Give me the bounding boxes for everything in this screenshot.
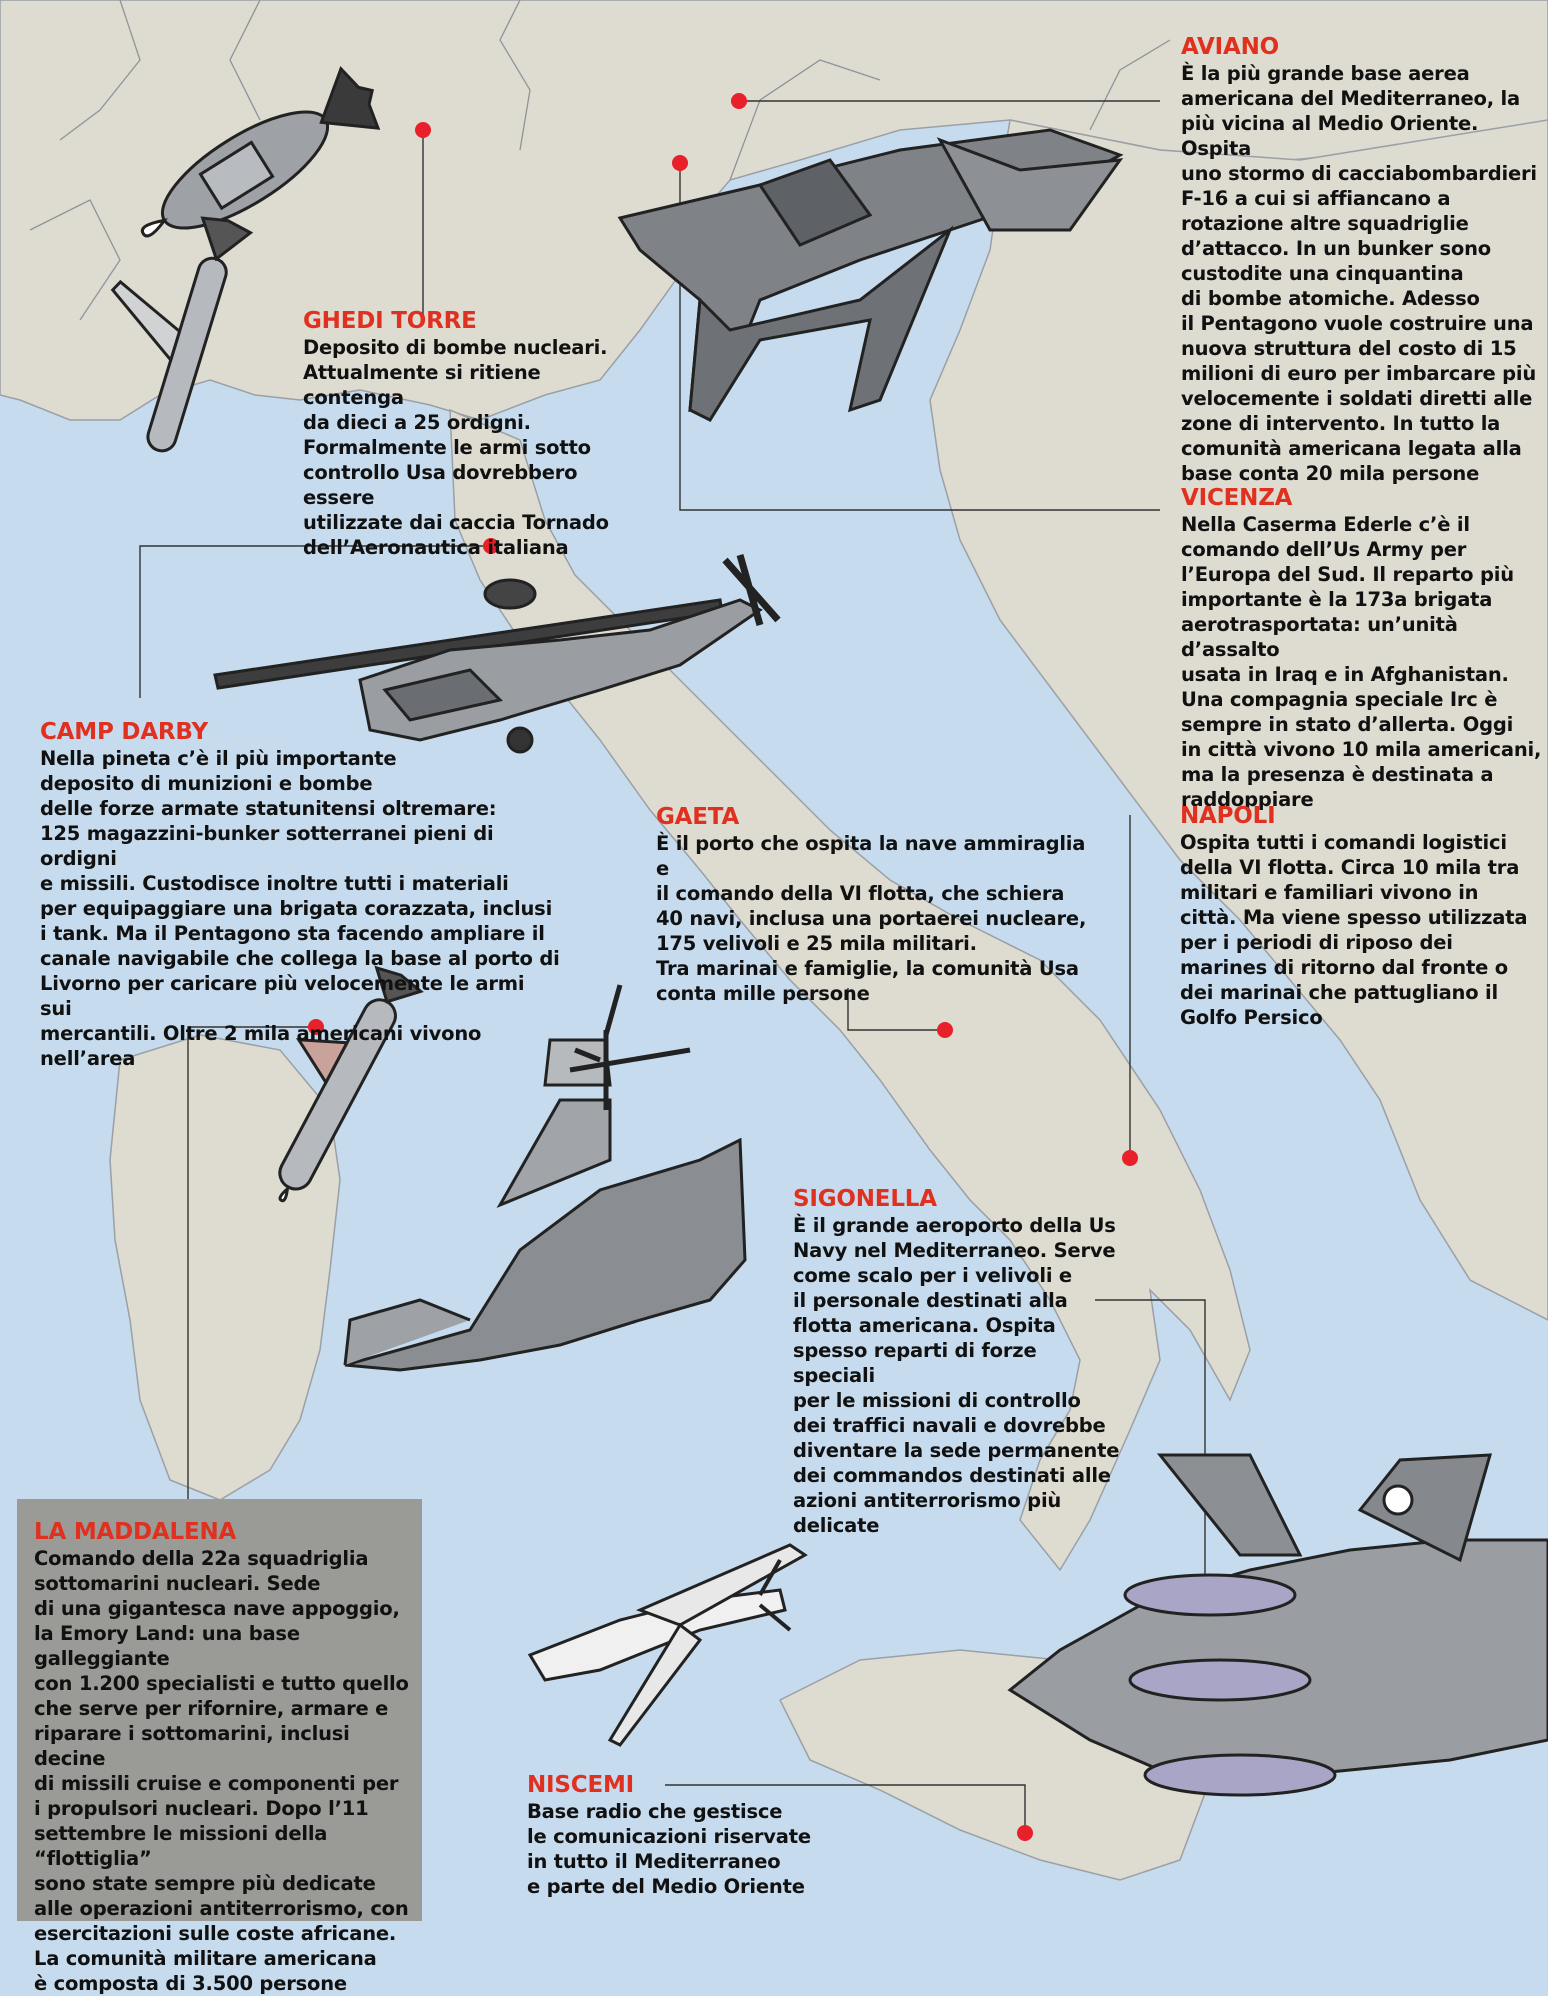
label-napoli: NAPOLI Ospita tutti i comandi logistici … <box>1180 802 1545 1030</box>
marker-aviano <box>731 93 747 109</box>
title-aviano: AVIANO <box>1181 34 1279 60</box>
title-gaeta: GAETA <box>656 804 740 830</box>
fighter-jet-icon <box>617 128 1124 422</box>
land-balkans <box>929 119 1548 1321</box>
label-camp-darby: CAMP DARBY Nella pineta c’è il più impor… <box>40 718 560 1071</box>
marker-vicenza <box>672 155 688 171</box>
text-la-maddalena: Comando della 22a squadriglia sottomarin… <box>34 1547 409 1995</box>
marker-la-maddalena <box>308 1019 324 1035</box>
title-la-maddalena: LA MADDALENA <box>34 1519 237 1545</box>
text-camp-darby: Nella pineta c’è il più importante depos… <box>40 747 560 1070</box>
la-maddalena-box <box>17 1499 422 1921</box>
cruise-missile-icon <box>110 216 254 453</box>
label-aviano: AVIANO È la più grande base aerea americ… <box>1181 33 1546 486</box>
text-sigonella: È il grande aeroporto della Us Navy nel … <box>793 1214 1120 1537</box>
title-napoli: NAPOLI <box>1180 803 1276 829</box>
label-sigonella: SIGONELLA È il grande aeroporto della Us… <box>793 1185 1123 1538</box>
label-vicenza: VICENZA Nella Caserma Ederle c’è il coma… <box>1181 484 1546 812</box>
border-lines <box>29 0 1171 321</box>
text-vicenza: Nella Caserma Ederle c’è il comando dell… <box>1181 513 1542 811</box>
text-ghedi: Deposito di bombe nucleari. Attualmente … <box>303 336 609 559</box>
label-gaeta: GAETA È il porto che ospita la nave ammi… <box>656 803 1096 1006</box>
text-aviano: È la più grande base aerea americana del… <box>1181 62 1537 485</box>
cruise-missile-icon <box>278 965 424 1203</box>
label-niscemi: NISCEMI Base radio che gestisce le comun… <box>527 1771 827 1899</box>
marker-gaeta <box>937 1022 953 1038</box>
land-sardinia <box>109 1034 341 1501</box>
support-ship-icon <box>343 984 747 1372</box>
title-vicenza: VICENZA <box>1181 485 1293 511</box>
label-la-maddalena: LA MADDALENA Comando della 22a squadrigl… <box>34 1518 419 1996</box>
marker-camp-darby <box>483 538 499 554</box>
navy-jet-icon <box>1007 1453 1548 1797</box>
land-peninsula <box>449 408 1251 1572</box>
marker-napoli <box>1122 1150 1138 1166</box>
title-ghedi: GHEDI TORRE <box>303 308 477 334</box>
attack-helicopter-icon <box>213 554 781 754</box>
title-sigonella: SIGONELLA <box>793 1186 937 1212</box>
label-ghedi: GHEDI TORRE Deposito di bombe nucleari. … <box>303 307 643 560</box>
text-niscemi: Base radio che gestisce le comunicazioni… <box>527 1800 811 1898</box>
marker-niscemi <box>1017 1825 1033 1841</box>
marker-ghedi <box>415 122 431 138</box>
title-camp-darby: CAMP DARBY <box>40 719 208 745</box>
drone-icon <box>527 1543 808 1747</box>
text-napoli: Ospita tutti i comandi logistici della V… <box>1180 831 1528 1029</box>
text-gaeta: È il porto che ospita la nave ammiraglia… <box>656 832 1087 1005</box>
nuclear-bomb-icon <box>140 65 381 238</box>
title-niscemi: NISCEMI <box>527 1772 635 1798</box>
